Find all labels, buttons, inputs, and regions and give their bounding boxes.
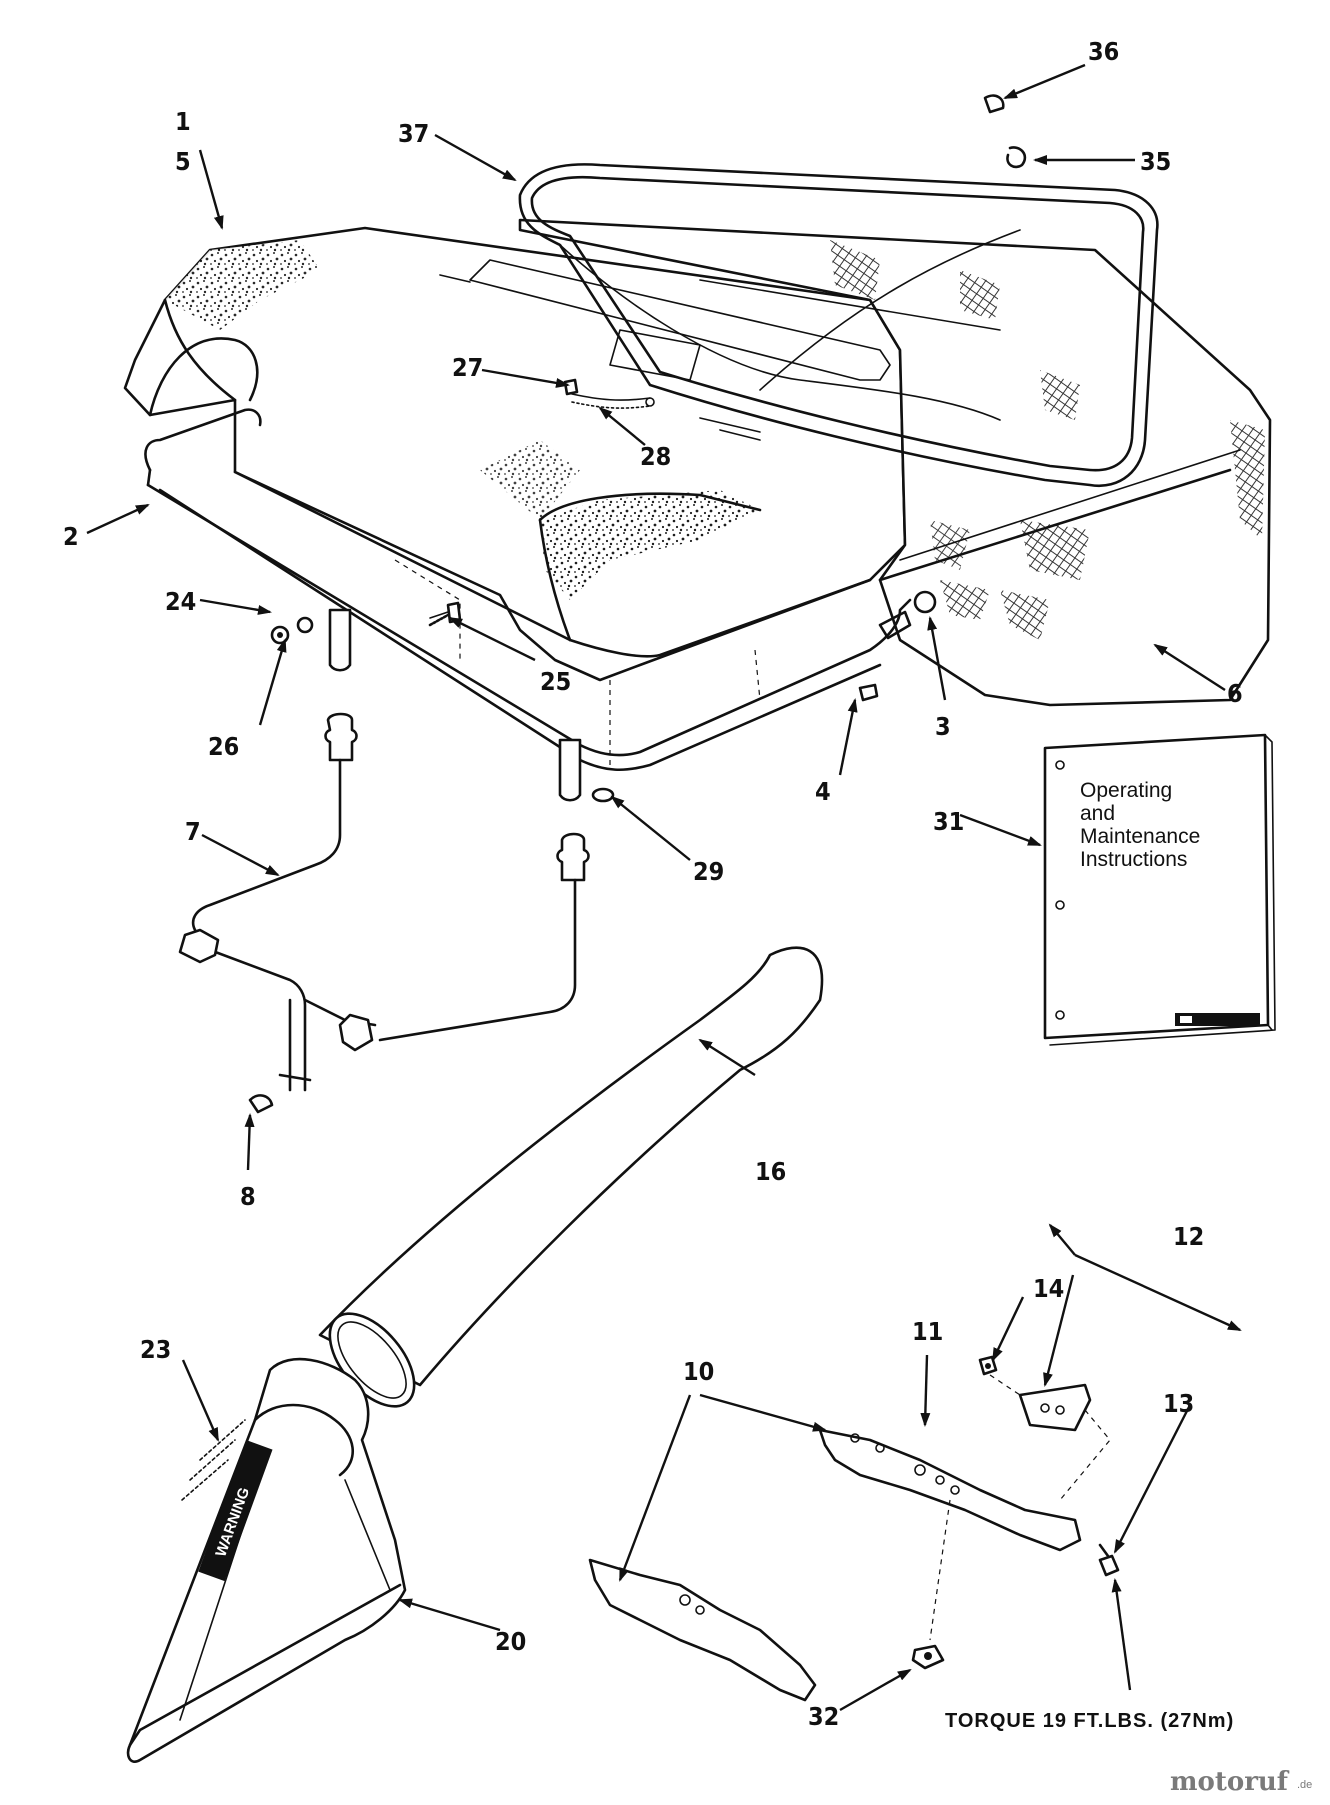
callout-36: 36 — [1088, 37, 1119, 66]
manual-line-2: and — [1080, 802, 1115, 825]
callout-37: 37 — [398, 119, 429, 148]
callout-2: 2 — [63, 522, 79, 551]
callout-arrows — [86, 63, 1242, 1712]
callout-20: 20 — [495, 1627, 526, 1656]
callout-1: 1 — [175, 107, 191, 136]
callout-16: 16 — [755, 1157, 786, 1186]
grass-bag — [518, 218, 1272, 707]
mounting-frame — [144, 408, 912, 772]
discharge-tube — [318, 946, 824, 1408]
watermark-suffix: .de — [1297, 1779, 1312, 1791]
callout-27: 27 — [452, 353, 483, 382]
manual-line-4: Instructions — [1080, 848, 1187, 871]
callout-numbers: 1 5 2 3 4 6 7 8 10 11 12 13 14 16 20 23 … — [63, 37, 1243, 1731]
callout-32: 32 — [808, 1702, 839, 1731]
callout-10: 10 — [683, 1357, 714, 1386]
nozzle: WARNING — [126, 1357, 407, 1763]
callout-35: 35 — [1140, 147, 1171, 176]
callout-29: 29 — [693, 857, 724, 886]
tube-hanger — [178, 608, 590, 1092]
callout-6: 6 — [1227, 679, 1243, 708]
manual-line-3: Maintenance — [1080, 825, 1200, 848]
bag-frame — [518, 163, 1159, 488]
watermark: motoruf .de — [1170, 1767, 1312, 1797]
callout-5: 5 — [175, 147, 191, 176]
watermark-brand: motoruf — [1170, 1767, 1290, 1797]
torque-note: TORQUE 19 FT.LBS. (27Nm) — [945, 1710, 1234, 1732]
callout-7: 7 — [185, 817, 201, 846]
callout-26: 26 — [208, 732, 239, 761]
hardware — [248, 94, 1027, 1114]
owners-manual: Operating and Maintenance Instructions — [1043, 733, 1276, 1046]
callout-13: 13 — [1163, 1389, 1194, 1418]
callout-28: 28 — [640, 442, 671, 471]
callout-23: 23 — [140, 1335, 171, 1364]
callout-4: 4 — [815, 777, 831, 806]
callout-3: 3 — [935, 712, 951, 741]
callout-8: 8 — [240, 1182, 256, 1211]
chute-housing — [123, 226, 907, 682]
callout-11: 11 — [912, 1317, 943, 1346]
callout-31: 31 — [933, 807, 964, 836]
blades — [588, 1355, 1120, 1702]
manual-line-1: Operating — [1080, 779, 1172, 802]
callout-14: 14 — [1033, 1274, 1064, 1303]
callout-25: 25 — [540, 667, 571, 696]
callout-24: 24 — [165, 587, 196, 616]
callout-12: 12 — [1173, 1222, 1204, 1251]
